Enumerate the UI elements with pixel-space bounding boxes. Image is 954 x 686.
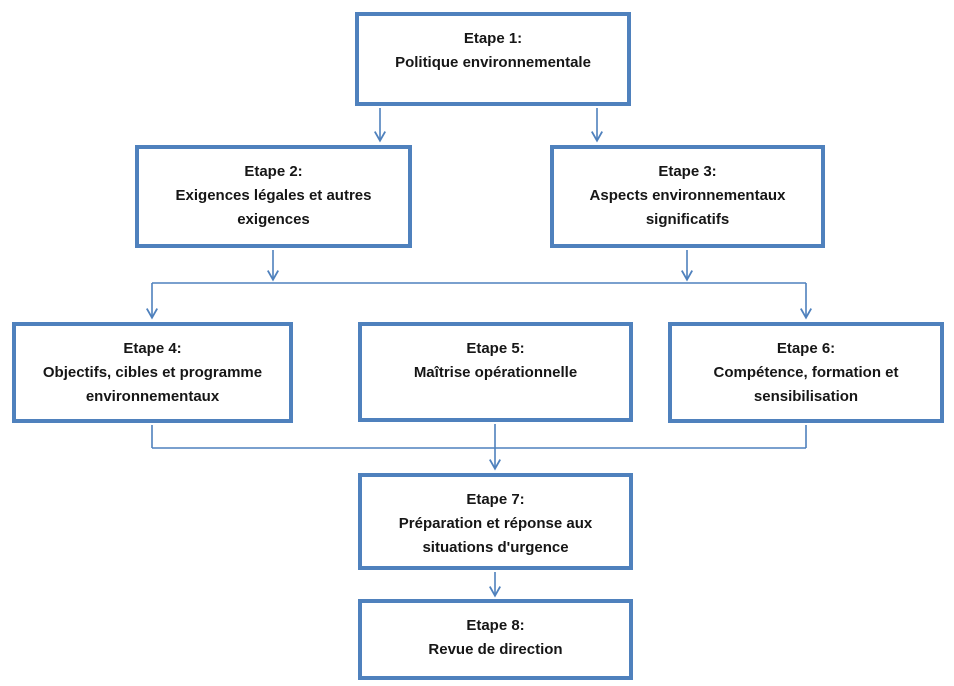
step-6-text: Compétence, formation et sensibilisation (713, 364, 899, 405)
step-4-title: Etape 4: (123, 340, 182, 357)
step-1-text: Politique environnementale (395, 54, 591, 71)
step-8-box: Etape 8: Revue de direction (358, 599, 633, 680)
step-1-box: Etape 1: Politique environnementale (355, 12, 631, 106)
step-2-title: Etape 2: (244, 163, 303, 180)
step-6-title: Etape 6: (776, 340, 836, 357)
step-5-text: Maîtrise opérationnelle (413, 364, 578, 381)
step-8-title: Etape 8: (466, 617, 525, 634)
step-2-text: Exigences légales et autres exigences (175, 187, 372, 228)
step-4-text: Objectifs, cibles et programme environne… (42, 364, 263, 405)
step-1-title: Etape 1: (463, 30, 523, 47)
step-8-text: Revue de direction (428, 641, 563, 658)
step-7-text: Préparation et réponse aux situations d'… (398, 515, 593, 556)
step-6-box: Etape 6: Compétence, formation et sensib… (668, 322, 944, 423)
step-5-box: Etape 5: Maîtrise opérationnelle (358, 322, 633, 422)
step-5-title: Etape 5: (466, 340, 525, 357)
step-3-title: Etape 3: (658, 163, 717, 180)
step-3-box: Etape 3: Aspects environnementaux signif… (550, 145, 825, 248)
step-7-title: Etape 7: (466, 491, 525, 508)
step-2-box: Etape 2: Exigences légales et autres exi… (135, 145, 412, 248)
step-7-box: Etape 7: Préparation et réponse aux situ… (358, 473, 633, 570)
step-4-box: Etape 4: Objectifs, cibles et programme … (12, 322, 293, 423)
step-3-text: Aspects environnementaux significatifs (589, 187, 786, 228)
